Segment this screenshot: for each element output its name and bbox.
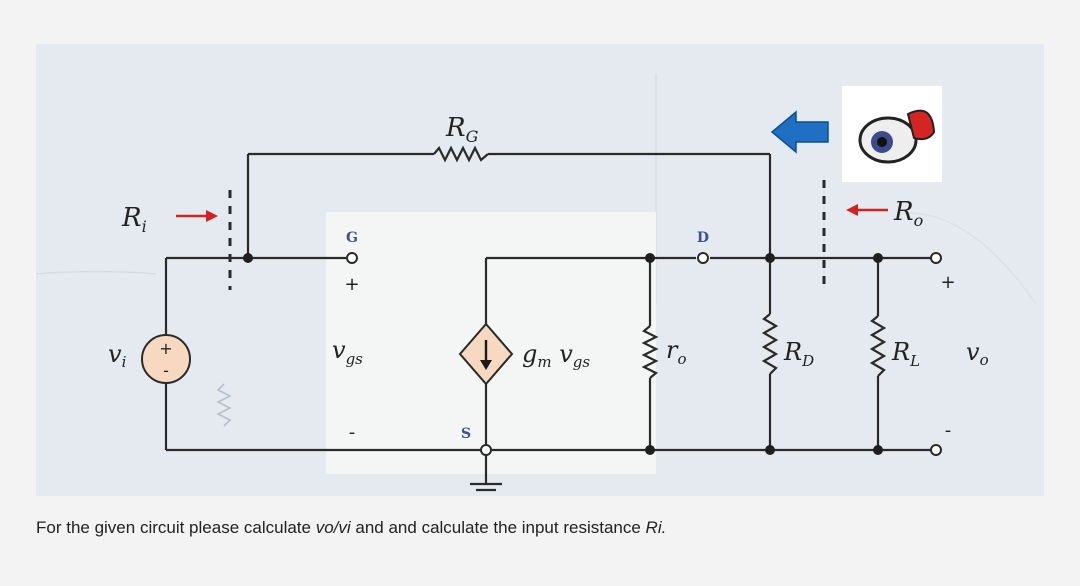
- rl-resistor: [869, 315, 887, 377]
- blue-arrow-icon: [770, 110, 829, 154]
- rd-resistor: [761, 313, 779, 375]
- gm-vgs-label: gm vgs: [522, 340, 590, 371]
- caption-ratio: vo/vi: [315, 518, 351, 537]
- eye-icon: [842, 86, 942, 182]
- ro-resistor: [641, 325, 659, 379]
- vi-label: vi: [108, 340, 127, 371]
- r-o-label: ro: [666, 336, 687, 368]
- caption-ri: Ri.: [645, 518, 667, 537]
- vi-minus: -: [163, 361, 169, 380]
- open-terminals: [346, 252, 942, 456]
- rl-label: RL: [891, 338, 920, 370]
- ri-arrow-head: [206, 210, 218, 222]
- question-caption: For the given circuit please calculate v…: [36, 518, 666, 538]
- vgs-minus-sign: -: [349, 422, 356, 443]
- source-node-label: S: [461, 426, 471, 442]
- vi-source: [141, 334, 191, 384]
- vi-plus: +: [159, 339, 172, 358]
- circuit-diagram: + - RG Ri Ro vi v: [36, 74, 1037, 492]
- current-arrow-head: [480, 360, 492, 370]
- vo-label: vo: [966, 338, 989, 369]
- vo-plus-sign: +: [940, 272, 955, 293]
- gate-node-label: G: [346, 230, 358, 246]
- circuit-figure: + - RG Ri Ro vi v: [36, 44, 1044, 496]
- caption-text-before: For the given circuit please calculate: [36, 518, 316, 537]
- junction-dots: [243, 253, 883, 455]
- ghost-resistor: [216, 383, 232, 427]
- ro-arrow-head: [846, 204, 858, 216]
- vgs-label: vgs: [332, 336, 363, 368]
- rd-label: RD: [783, 338, 814, 370]
- rg-label: RG: [445, 113, 479, 146]
- ri-label: Ri: [121, 203, 147, 236]
- caption-text-middle: and and calculate the input resistance: [350, 518, 646, 537]
- vgs-plus-sign: +: [344, 274, 359, 295]
- rg-resistor: [433, 145, 489, 163]
- ro-label: Ro: [893, 197, 923, 230]
- circuit-wires: [164, 152, 936, 492]
- drain-node-label: D: [697, 230, 709, 246]
- vo-minus-sign: -: [945, 420, 952, 441]
